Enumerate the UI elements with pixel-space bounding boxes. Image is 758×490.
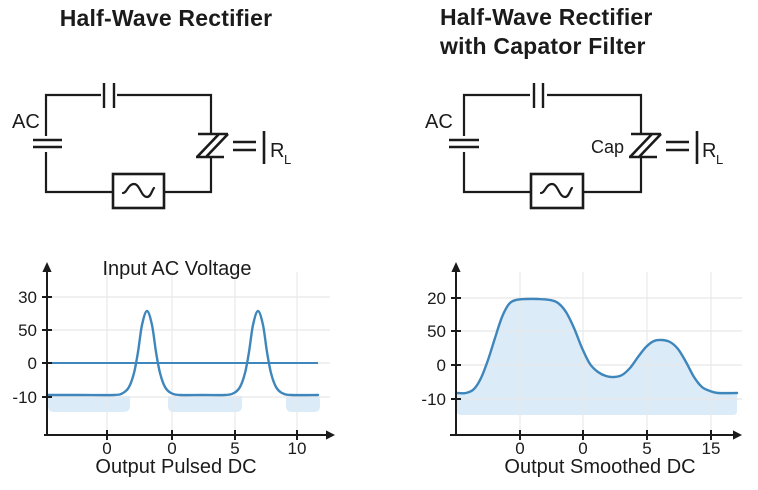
chart-title: Input AC Voltage [102,258,251,280]
x-tick-label: 0 [578,439,587,458]
load-resistor-subscript: L [716,152,723,167]
y-axis-arrow-icon [451,262,461,272]
circuit-left [33,83,266,210]
circuit-right [449,83,699,210]
ac-source-label: AC [12,111,40,133]
shaded-band [168,396,242,412]
waveform-curve [45,309,320,397]
shaded-band [286,396,320,412]
signal-source-box [111,172,166,210]
load-resistor-label: R [270,140,284,162]
x-axis-arrow-icon [326,430,335,440]
x-tick-label: 5 [642,439,651,458]
y-tick-label: 0 [28,354,37,373]
x-axis-label: Output Pulsed DC [95,456,256,478]
x-tick-label: 0 [515,439,524,458]
shaded-area [457,298,737,415]
x-tick-label: 10 [288,439,307,458]
x-axis-arrow-icon [733,430,742,440]
ac-source-icon [33,138,62,149]
x-tick-label: 5 [230,439,239,458]
y-tick-label: 0 [437,356,446,375]
sine-wave-icon [121,182,156,199]
y-tick-label: 30 [18,288,37,307]
x-tick-label: 0 [167,439,176,458]
diode-icon [629,132,662,159]
filter-capacitor-icon [666,140,689,152]
top-capacitor-icon [532,83,545,108]
top-capacitor-icon [102,83,116,108]
diode-icon [196,132,229,159]
x-axis-label: Output Smoothed DC [504,456,695,478]
cap-label: Cap [591,137,624,157]
sine-wave-icon [539,182,574,199]
filter-capacitor-icon [233,140,256,152]
signal-source-box [529,172,585,210]
ac-source-label: AC [425,111,453,133]
load-resistor-subscript: L [284,152,291,167]
right-panel-title-line2: with Capator Filter [439,33,646,59]
waveform-curve [455,297,739,395]
right-panel-title-line1: Half-Wave Rectifier [440,4,653,30]
y-axis-arrow-icon [42,262,52,272]
ac-source-icon [449,138,479,149]
y-tick-label: 50 [18,321,37,340]
y-tick-label: -10 [12,388,37,407]
load-resistor-label: R [702,140,716,162]
shaded-band [48,396,130,412]
left-panel-title: Half-Wave Rectifier [60,5,273,31]
x-tick-label: 15 [702,439,721,458]
y-tick-label: 20 [427,289,446,308]
y-tick-label: -10 [421,390,446,409]
x-tick-label: 0 [102,439,111,458]
wire-loop [462,93,643,194]
wire-loop [44,93,213,194]
y-tick-label: 50 [427,322,446,341]
